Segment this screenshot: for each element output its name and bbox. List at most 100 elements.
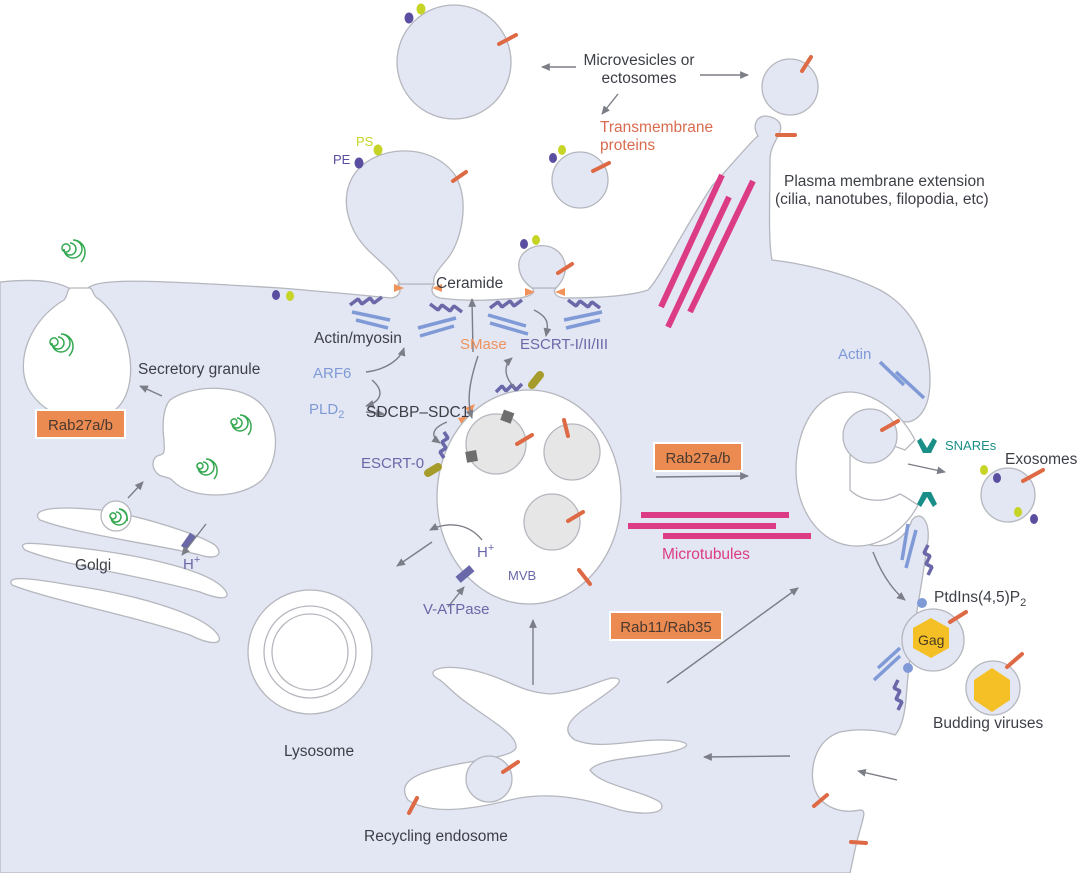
ps-lipid-icon — [558, 145, 566, 155]
pathway-arrows — [127, 63, 946, 781]
transmembrane-protein — [566, 510, 585, 523]
escrt-123-label: ESCRT-I/II/III — [520, 336, 608, 353]
pe-lipid-icon — [354, 157, 364, 169]
exosomes-label: Exosomes — [1005, 451, 1078, 468]
v-atpase-label: V-ATPase — [423, 601, 489, 618]
transmembrane-protein — [497, 33, 518, 46]
ptdins-marker-icon — [903, 663, 913, 673]
pld2-label-text: PLD — [309, 401, 338, 418]
pe-lipid-icon — [520, 239, 528, 249]
intraluminal-vesicle — [523, 493, 581, 551]
pe-lipid-icon — [993, 473, 1001, 483]
mvb-label: MVB — [508, 568, 536, 583]
ptdins-marker-icon — [917, 598, 927, 608]
pe-lipid-icon — [549, 153, 557, 163]
budding-viruses-label: Budding viruses — [933, 715, 1044, 732]
rab11-rab35-badge-label: Rab11/Rab35 — [620, 619, 711, 636]
secretory-granule-label: Secretory granule — [138, 361, 260, 378]
escrt-0-complex — [438, 431, 450, 459]
transmembrane-proteins-label-line1: Transmembrane — [600, 119, 713, 136]
snares-label: SNAREs — [945, 438, 997, 453]
snare-icon — [917, 438, 937, 507]
sdcbp-sdc1-label: SDCBP–SDC1 — [366, 404, 469, 421]
ptdins-label-text: PtdIns(4,5)P — [934, 589, 1020, 606]
rab27-badge-center-label: Rab27a/b — [665, 450, 730, 467]
golgi-label: Golgi — [75, 557, 111, 574]
golgi-h-plus-superscript: + — [194, 554, 200, 566]
escrt-0-label: ESCRT-0 — [361, 455, 424, 472]
pld2-label: PLD2 — [309, 401, 344, 421]
pe-lipid-icon — [1030, 514, 1038, 524]
microtubules-centre — [628, 512, 811, 539]
microvesicles-label-line1: Microvesicles or — [583, 52, 694, 69]
golgi-apparatus — [10, 500, 228, 644]
smase-label: SMase — [460, 336, 507, 353]
exosome-in-lumen — [842, 408, 898, 464]
rab11-rab35-badge: Rab11/Rab35 — [609, 611, 723, 641]
actin-label: Actin — [838, 346, 871, 363]
virus-capsid-icon — [974, 668, 1010, 712]
gag-label: Gag — [918, 632, 944, 648]
transmembrane-protein — [1021, 468, 1045, 483]
microvesicles-label-line2: ectosomes — [602, 70, 677, 87]
arf6-label: ARF6 — [313, 365, 351, 382]
pe-lipid-icon — [404, 12, 414, 24]
exosome — [980, 467, 1036, 523]
golgi-h-plus-text: H — [183, 556, 194, 573]
ps-lipid-icon — [1014, 507, 1022, 517]
v-atpase-golgi-icon — [180, 532, 196, 550]
plasma-membrane-extension-label-line2: (cilia, nanotubes, filopodia, etc) — [775, 191, 989, 208]
escrt-cargo-icon — [528, 371, 544, 389]
transmembrane-protein — [562, 418, 570, 438]
transmembrane-protein — [407, 796, 419, 815]
transmembrane-protein — [948, 610, 968, 624]
budding-small-vesicle — [518, 244, 567, 289]
rab27-badge-left-label: Rab27a/b — [48, 417, 113, 434]
ps-lipid-icon — [532, 235, 540, 245]
gag-icon — [913, 618, 949, 658]
microvesicle — [761, 58, 819, 116]
mvb-h-plus-superscript: + — [488, 542, 494, 554]
cargo-markers — [465, 409, 515, 463]
actin-filaments — [872, 646, 904, 711]
transmembrane-protein — [577, 568, 592, 586]
secretory-granule — [152, 387, 277, 496]
extension-microtubules — [658, 173, 756, 329]
escrt-123-complex — [494, 382, 524, 394]
transmembrane-protein — [501, 760, 520, 774]
lysosome-label: Lysosome — [284, 743, 354, 760]
budding-microvesicle — [345, 150, 464, 285]
ps-lipid-icon — [416, 3, 426, 15]
transmembrane-protein — [515, 433, 534, 446]
transmembrane-protein — [556, 262, 574, 275]
transmembrane-protein — [880, 419, 900, 432]
intraluminal-vesicle — [543, 423, 601, 481]
rab27-badge-left: Rab27a/b — [35, 409, 126, 439]
escrt-cargo-icon — [424, 463, 442, 477]
intraluminal-vesicle — [465, 413, 527, 475]
transmembrane-protein — [800, 55, 813, 73]
mvb-h-plus-text: H — [477, 544, 488, 561]
mvb-h-plus-label: H+ — [477, 542, 494, 561]
lysosome — [247, 589, 373, 715]
recycling-vesicle — [465, 755, 513, 803]
microtubules-label: Microtubules — [662, 546, 750, 563]
ps-lipid-icon — [980, 465, 988, 475]
recycling-endosome-label: Recycling endosome — [364, 828, 508, 845]
ps-lipid-icon — [286, 291, 294, 301]
ceramide-label: Ceramide — [436, 275, 503, 292]
transmembrane-protein — [1005, 652, 1024, 669]
transmembrane-protein — [849, 840, 868, 845]
actin-myosin-bundles — [348, 295, 603, 338]
ps-lipid-icon — [373, 144, 383, 156]
ptdins-label-subscript: 2 — [1020, 597, 1026, 609]
transmembrane-protein — [812, 793, 829, 808]
secretory-granule-fusing — [22, 287, 132, 421]
transmembrane-protein — [451, 170, 468, 183]
rab27-badge-center: Rab27a/b — [653, 442, 743, 472]
golgi-h-plus-label: H+ — [183, 554, 200, 573]
plasma-membrane-extension-label-line1: Plasma membrane extension — [784, 173, 985, 190]
actin-filaments — [878, 360, 934, 576]
pe-label: PE — [333, 152, 351, 167]
